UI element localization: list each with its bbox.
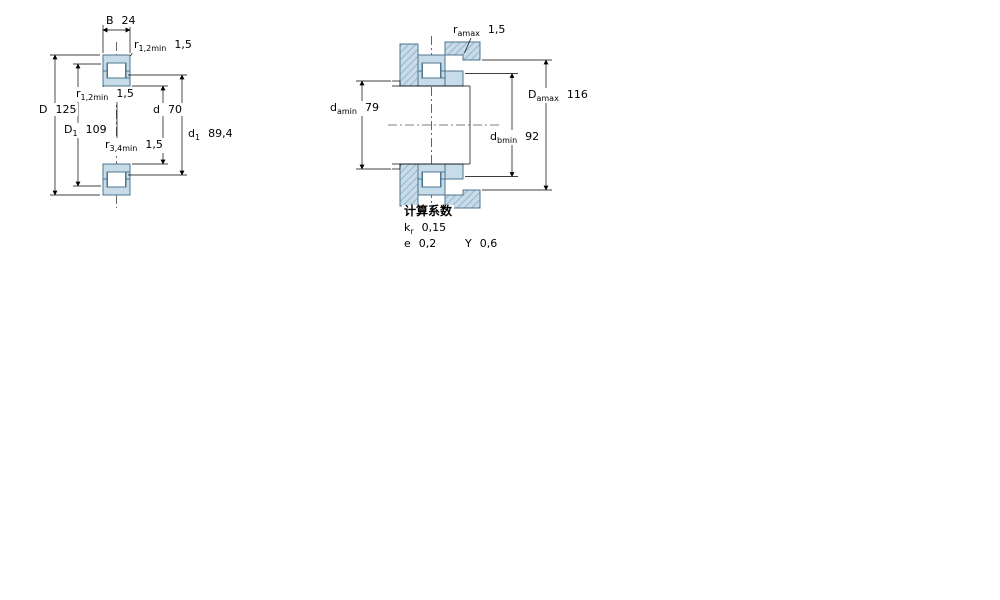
dim-damin-symbol: d (330, 101, 337, 114)
factor-Y-value: 0,6 (479, 237, 498, 250)
dim-D1-subscript: 1 (72, 129, 78, 139)
factor-kr-subscript: r (410, 227, 414, 237)
flange-ring-top (440, 70, 446, 79)
dim-d1-subscript: 1 (194, 133, 201, 143)
dim-r12-top-label: r1,2min 1,5 (132, 38, 194, 54)
dim-D1-label: D1 109 (62, 123, 109, 139)
flange-ring-top (125, 70, 131, 79)
dim-Damax-label: Damax 116 (526, 88, 590, 104)
dim-r12-left-value: 1,5 (116, 87, 134, 100)
dim-dbmin-subscript: bmin (496, 136, 518, 146)
left-abutment-top (399, 43, 419, 87)
dim-r34-value: 1,5 (145, 138, 163, 151)
dim-Damax-subscript: amax (536, 94, 559, 104)
spacer-ring-top (444, 70, 464, 87)
roller-top (422, 62, 441, 79)
dim-B-value: 24 (121, 14, 136, 27)
dim-damin-label: damin 79 (328, 101, 381, 117)
roller-top (107, 62, 126, 79)
dim-r12-top-subscript: 1,2min (138, 44, 167, 54)
roller-bottom (107, 171, 126, 188)
calculation-factors-title: 计算系数 (402, 204, 455, 218)
dim-Damax-symbol: D (528, 88, 537, 101)
dim-dbmin-label: dbmin 92 (488, 130, 542, 146)
housing-shoulder-top (444, 41, 481, 61)
abutments (399, 41, 481, 209)
dim-r12-left-symbol: r (76, 87, 81, 100)
dim-r12-top-symbol: r (134, 38, 139, 51)
shaft-outline (392, 80, 471, 170)
factor-Y-symbol: Y (465, 237, 472, 250)
dim-damin-value: 79 (364, 101, 379, 114)
dim-ramax-label: ramax 1,5 (451, 23, 508, 39)
bearing-section (417, 54, 446, 196)
dim-D-label: D 125 (37, 103, 79, 116)
dim-r34-label: r3,4min 1,5 (103, 138, 165, 154)
dim-r34-symbol: r (105, 138, 110, 151)
dim-d-value: 70 (167, 103, 182, 116)
dim-dbmin-value: 92 (525, 130, 540, 143)
flange-ring-bottom (125, 171, 131, 180)
dim-r12-left-subscript: 1,2min (80, 93, 109, 103)
dim-r12-left-label: r1,2min 1,5 (74, 87, 136, 103)
left-abutment-bottom (399, 163, 419, 207)
factor-kr-symbol: k (404, 221, 411, 234)
dim-Damax-value: 116 (566, 88, 588, 101)
dim-ramax-subscript: amax (457, 29, 480, 39)
roller-bottom (422, 171, 441, 188)
dim-d-label: d 70 (151, 103, 184, 116)
factor-e-symbol: e (404, 237, 411, 250)
factor-kr: kr 0,15 (402, 221, 449, 237)
flange-ring-bottom (440, 171, 446, 180)
factor-kr-value: 0,15 (421, 221, 447, 234)
dim-r12-top-value: 1,5 (174, 38, 192, 51)
factor-e: e 0,2 (402, 237, 439, 250)
factor-e-value: 0,2 (418, 237, 437, 250)
dim-damin-subscript: amin (336, 107, 357, 117)
spacer-ring-bottom (444, 163, 464, 180)
dimension-lines-right-view (356, 37, 552, 191)
factor-Y: Y 0,6 (463, 237, 500, 250)
dim-r34-subscript: 3,4min (109, 144, 138, 154)
dim-dbmin-symbol: d (490, 130, 497, 143)
dim-d1-value: 89,4 (208, 127, 233, 140)
dim-D1-value: 109 (85, 123, 107, 136)
dim-ramax-symbol: r (453, 23, 458, 36)
dim-ramax-value: 1,5 (487, 23, 506, 36)
dim-d1-label: d1 89,4 (186, 127, 235, 143)
right-view (356, 36, 552, 214)
dim-B-label: B 24 (104, 14, 138, 27)
dim-d1-symbol: d (188, 127, 195, 140)
dim-D-symbol: D (39, 103, 48, 116)
bearing-section (102, 54, 131, 196)
dim-d-symbol: d (153, 103, 160, 116)
dim-D1-symbol: D (64, 123, 73, 136)
dim-D-value: 125 (55, 103, 77, 116)
dim-B-symbol: B (106, 14, 114, 27)
